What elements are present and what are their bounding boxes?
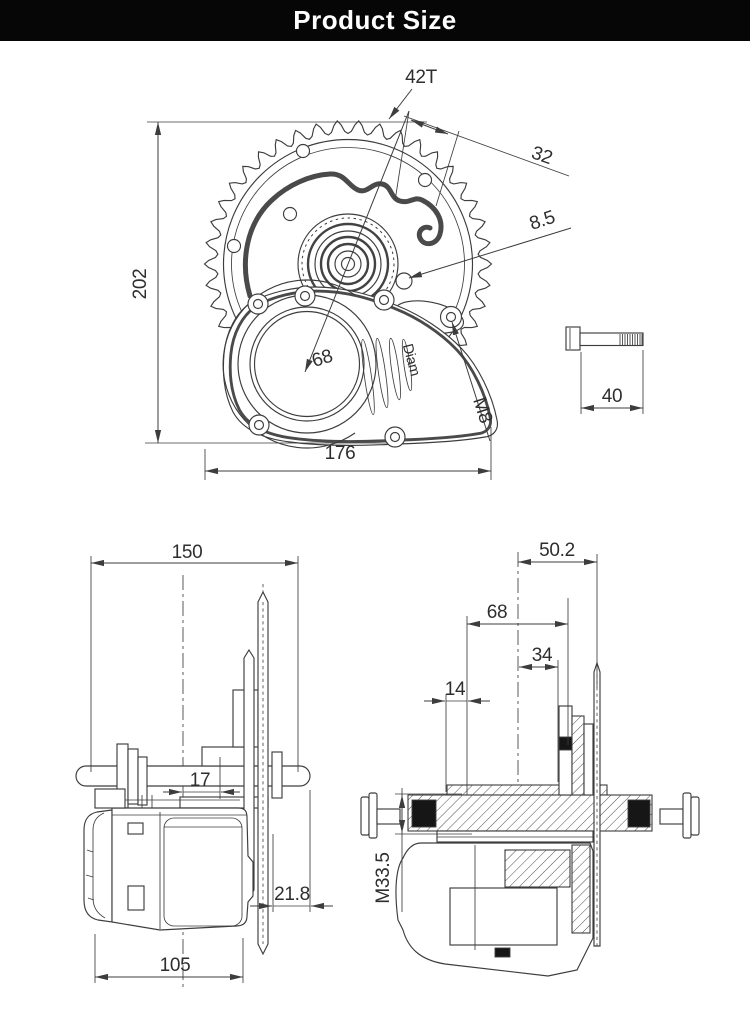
top-flange (94, 788, 126, 809)
bolt-shaft (579, 332, 644, 347)
dim-bb-shell: 68 (487, 602, 508, 623)
dim-flange-width: 14 (445, 679, 466, 700)
axle-taper-right (627, 799, 651, 828)
section-view: 50.2 68 34 14 M33.5 (360, 540, 700, 977)
bolt-threads (619, 334, 643, 345)
dim-axle-length: 150 (172, 542, 203, 563)
cooling-fins (361, 337, 413, 416)
hole-8-5 (395, 272, 413, 290)
section-view-drawing (360, 661, 700, 977)
dim-bolt-length: 40 (602, 386, 623, 407)
dim-sprocket-offset: 21.8 (274, 884, 310, 905)
dim-axle-right: 50.2 (539, 540, 575, 561)
motor-body (111, 807, 254, 931)
right-boss (271, 751, 283, 799)
motor-housing (222, 272, 499, 449)
axle-hole (340, 256, 356, 272)
title-bar: Product Size (0, 0, 750, 41)
front-view: 202 176 42T 32 8.5 68 Diam M8 (130, 67, 572, 480)
bb-circle-68 (253, 310, 361, 418)
mount-ear (439, 305, 463, 329)
dim-overall-width: 176 (325, 443, 356, 464)
side-view: 150 17 21.8 105 (75, 542, 333, 988)
gear-section-hatch (504, 849, 571, 888)
axle-taper-left (411, 799, 437, 828)
dim-body-width: 105 (160, 955, 191, 976)
spider-hole (282, 206, 298, 222)
fin (389, 337, 401, 401)
side-view-drawing (75, 584, 311, 956)
cover-circle (249, 306, 365, 422)
page-title: Product Size (293, 5, 457, 35)
spider-hole (295, 143, 311, 159)
mount-hole-m8 (445, 311, 457, 323)
hub-ring (334, 250, 362, 278)
cover-dome-arc (222, 279, 356, 449)
hub-ring (326, 242, 370, 286)
lower-flange (436, 830, 594, 843)
left-boss-plate (137, 756, 148, 806)
spider-hole (417, 172, 433, 188)
dim-hole-diameter: 8.5 (527, 207, 558, 235)
side-view-dimensions: 150 17 21.8 105 (90, 542, 333, 983)
bb-thread-label: M33.5 (373, 852, 394, 903)
fin (375, 337, 389, 409)
axle-section (407, 794, 653, 832)
housing-ears (247, 285, 406, 448)
dim-chainline-offset: 17 (190, 770, 211, 791)
bolt-head (565, 326, 581, 351)
upper-housing (201, 746, 249, 767)
fin (401, 338, 413, 392)
connector (494, 947, 511, 958)
gasket-band (242, 171, 444, 299)
chainring-teeth-label: 42T (405, 67, 438, 88)
spider-hole (226, 238, 242, 254)
motor-core (449, 887, 558, 946)
dim-chain-width: 32 (529, 143, 555, 170)
flange (179, 796, 269, 809)
dim-inner-width: 34 (532, 645, 553, 666)
body-panel (163, 817, 243, 927)
fin (361, 338, 375, 416)
fixing-bolt-view: 40 (565, 326, 644, 414)
left-crank-bolt (360, 792, 401, 839)
right-section-hatch (571, 844, 591, 934)
body-tab (127, 885, 145, 911)
chainring-edge (257, 590, 269, 956)
left-boss-plate (127, 748, 139, 805)
sprocket-column (558, 661, 601, 947)
section-view-dimensions: 50.2 68 34 14 M33.5 (373, 540, 598, 912)
dim-overall-height: 202 (130, 269, 151, 300)
motor-end-cap (83, 809, 113, 923)
body-tab (127, 822, 144, 835)
right-crank-bolt (659, 792, 700, 839)
